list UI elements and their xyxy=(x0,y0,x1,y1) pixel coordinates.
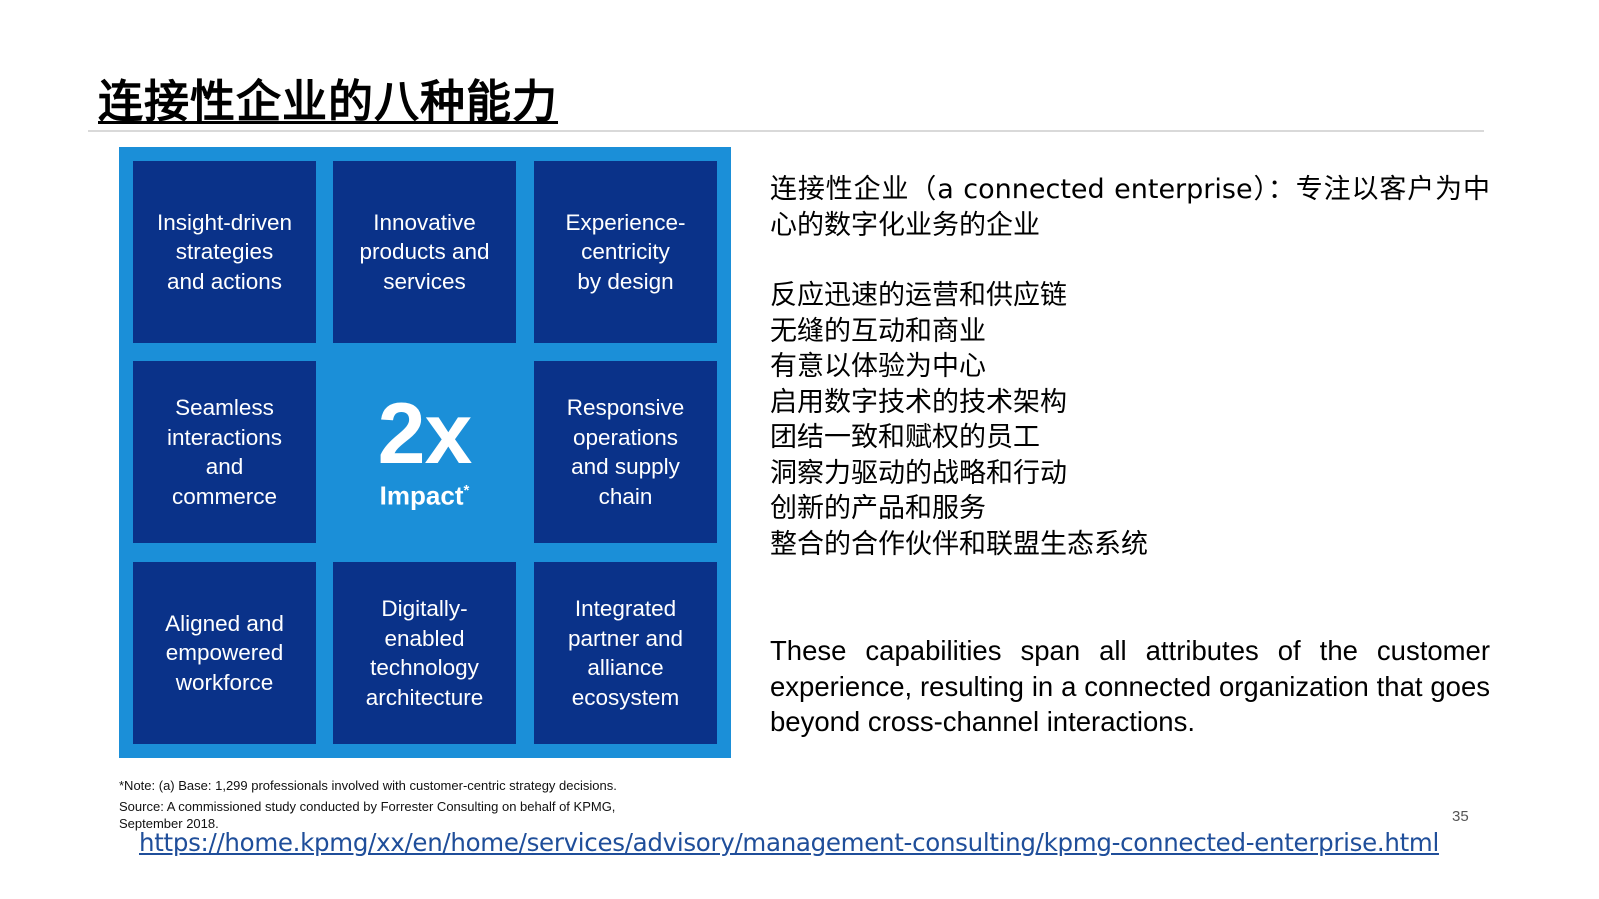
title-divider xyxy=(88,130,1484,132)
list-item: 团结一致和赋权的员工 xyxy=(770,422,1040,453)
footnote-mark: * xyxy=(463,481,470,499)
tile-label: Aligned and empowered workforce xyxy=(165,610,284,695)
tile-innovative-products: Innovative products and services xyxy=(333,161,516,343)
capability-list: 反应迅速的运营和供应链 无缝的互动和商业 有意以体验为中心 启用数字技术的技术架… xyxy=(770,278,1148,562)
slide-title: 连接性企业的八种能力 xyxy=(98,76,559,127)
list-item: 反应迅速的运营和供应链 xyxy=(770,280,1067,311)
tile-responsive-operations: Responsive operations and supply chain xyxy=(534,361,717,543)
tile-label: Seamless interactions and commerce xyxy=(166,395,283,509)
footnote: *Note: (a) Base: 1,299 professionals inv… xyxy=(119,778,617,793)
tile-insight-driven: Insight-driven strategies and actions xyxy=(133,161,316,343)
tile-label: Responsive operations and supply chain xyxy=(566,395,685,509)
list-item: 整合的合作伙伴和联盟生态系统 xyxy=(770,528,1148,560)
impact-center: 2x Impact* xyxy=(333,361,516,543)
tile-label: Experience- centricity by design xyxy=(565,209,686,294)
source-link[interactable]: https://home.kpmg/xx/en/home/services/ad… xyxy=(139,828,1439,857)
page-number: 35 xyxy=(1452,808,1469,825)
tile-label: Insight-driven strategies and actions xyxy=(156,209,293,294)
tile-seamless-interactions: Seamless interactions and commerce xyxy=(133,361,316,543)
list-item: 创新的产品和服务 xyxy=(770,493,986,524)
list-item: 无缝的互动和商业 xyxy=(770,315,986,347)
list-item: 有意以体验为中心 xyxy=(770,351,986,382)
capabilities-grid: Insight-driven strategies and actions In… xyxy=(119,147,731,758)
list-item: 启用数字技术的技术架构 xyxy=(770,386,1067,418)
tile-partner-ecosystem: Integrated partner and alliance ecosyste… xyxy=(534,562,717,744)
intro-text: 连接性企业（a connected enterprise）：专注以客户为中心的数… xyxy=(770,174,1490,241)
source-line-2: September 2018. xyxy=(119,816,219,831)
tile-label: Digitally- enabled technology architectu… xyxy=(365,596,484,710)
tile-aligned-workforce: Aligned and empowered workforce xyxy=(133,562,316,744)
impact-value: 2x xyxy=(377,385,473,482)
list-item: 洞察力驱动的战略和行动 xyxy=(770,457,1067,489)
tile-experience-centricity: Experience- centricity by design xyxy=(534,161,717,343)
impact-label-text: Impact xyxy=(379,480,464,511)
tile-label: Innovative products and services xyxy=(359,209,490,294)
tile-digital-architecture: Digitally- enabled technology architectu… xyxy=(333,562,516,744)
tile-label: Integrated partner and alliance ecosyste… xyxy=(567,596,684,710)
summary-text: These capabilities span all attributes o… xyxy=(770,635,1490,737)
impact-label: Impact* xyxy=(379,476,470,511)
source-line-1: Source: A commissioned study conducted b… xyxy=(119,799,616,814)
